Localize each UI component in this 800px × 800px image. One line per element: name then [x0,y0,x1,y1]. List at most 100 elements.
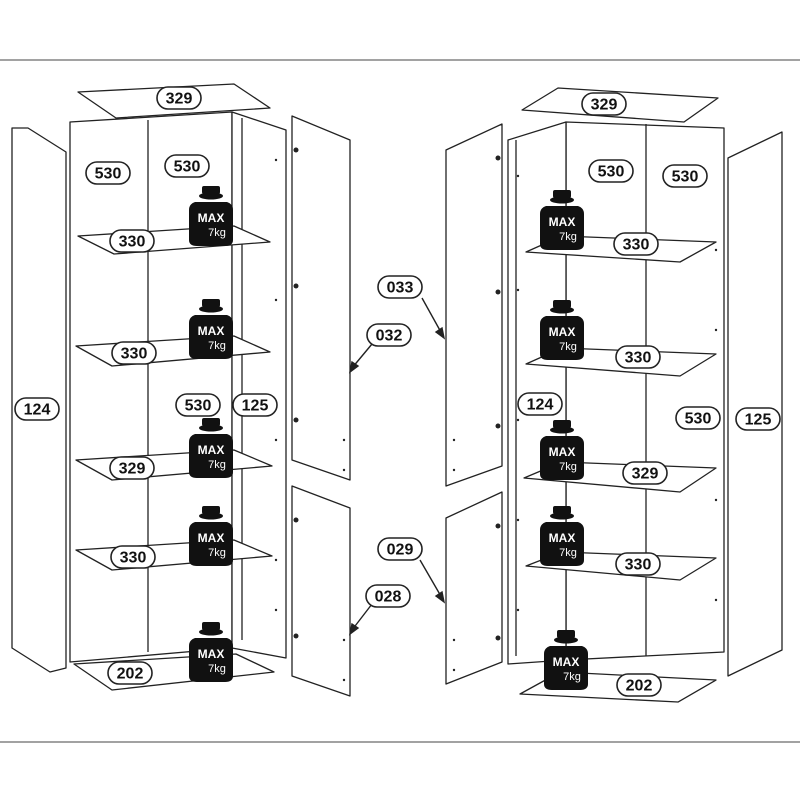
left-right-side [231,111,287,659]
right-side-right-label-pill [735,407,781,431]
left-hinges [274,147,346,682]
left-divider-label-text: 530 [185,398,212,415]
right-weight-bottom-icon: MAX 7kg [544,630,588,690]
right-shelf-4-label-pill [615,552,661,576]
right-body [565,121,725,661]
right-shelf-2-label: 330 [615,345,661,369]
right-weight-bottom-max-label: MAX [553,655,580,669]
right-shelf-2-label-pill [615,345,661,369]
right-shelf-3-label-text: 329 [632,466,659,483]
left-shelf-3-label: 329 [109,456,155,480]
right-shelf-1-label-pill [613,232,659,256]
right-weight-shelf-4-kg-label: 7kg [559,547,577,559]
left-door-lower-label: 028 [365,584,411,608]
right-back-panel-1-label-pill [588,159,634,183]
right-back-panel-1-label: 530 [588,159,634,183]
right-weight-shelf-3-icon: MAX 7kg [540,420,584,480]
right-top-panel-label: 329 [581,92,627,116]
right-divider-label: 530 [675,406,721,430]
left-weight-shelf-3-max-label: MAX [198,443,225,457]
left-door-lower-label-pill [365,584,411,608]
weight-icons: MAX7kgMAX7kgMAX7kgMAX7kgMAX7kgMAX7kgMAX7… [189,186,588,690]
left-door-upper-label-text: 032 [376,328,403,345]
left-shelf-4-label-text: 330 [120,550,147,567]
left-weight-shelf-1-max-label: MAX [198,211,225,225]
left-shelf-1-label: 330 [109,229,155,253]
right-hinges [452,155,718,672]
right-side-left-label-text: 124 [527,397,554,414]
left-arrows [348,343,373,636]
left-door-upper [291,115,351,481]
left-shelf-2-label-pill [111,341,157,365]
left-shelf-1-label-text: 330 [119,234,146,251]
right-weight-bottom-kg-label: 7kg [563,671,581,683]
left-door-upper-label: 032 [366,323,412,347]
left-door-lower [291,485,351,697]
left-top-panel-label: 329 [156,86,202,110]
right-door-lower-label-text: 029 [387,542,414,559]
left-weight-shelf-2-kg-label: 7kg [208,340,226,352]
right-side-right-label-text: 125 [745,412,772,429]
right-top-panel-label-pill [581,92,627,116]
right-divider-label-text: 530 [685,411,712,428]
right-side-left-label: 124 [517,392,563,416]
right-bottom-panel-label-pill [616,673,662,697]
left-shelf-1-label-pill [109,229,155,253]
left-bottom-panel-label-pill [107,661,153,685]
right-back-panel-2-label-text: 530 [672,169,699,186]
dimension-labels: 329 530 530 330 330 530 125 124 329 330 202 032 028 3… [14,86,781,697]
left-back-panel-2-label: 530 [164,154,210,178]
left-back-panel-1-label-pill [85,161,131,185]
left-side-left-label: 124 [14,397,60,421]
left-shelf-4-label: 330 [110,545,156,569]
left-weight-shelf-1-kg-label: 7kg [208,227,226,239]
left-bottom-panel-label-text: 202 [117,666,144,683]
left-door-lower-label-text: 028 [375,589,402,606]
right-side-left-label-pill [517,392,563,416]
left-side-left-label-text: 124 [24,402,51,419]
left-top-panel-label-text: 329 [166,91,193,108]
right-shelf-3-label-pill [622,461,668,485]
right-weight-shelf-1-kg-label: 7kg [559,231,577,243]
right-shelf-1-label-text: 330 [623,237,650,254]
right-back-panel-2-label-pill [662,164,708,188]
left-weight-shelf-4-max-label: MAX [198,531,225,545]
right-arrows [419,297,446,604]
right-back-panel-1-label-text: 530 [598,164,625,181]
left-divider-label-pill [175,393,221,417]
right-weight-shelf-2-icon: MAX 7kg [540,300,584,360]
right-weight-shelf-3-max-label: MAX [549,445,576,459]
right-door-lower [445,491,503,685]
left-door-upper-label-pill [366,323,412,347]
right-shelf-2-label-text: 330 [625,350,652,367]
left-weight-bottom-icon: MAX 7kg [189,622,233,682]
left-side-right-label-text: 125 [242,398,269,415]
right-side-right-label: 125 [735,407,781,431]
left-back-panel-1-label-text: 530 [95,166,122,183]
right-weight-shelf-2-max-label: MAX [549,325,576,339]
right-door-upper [445,123,503,487]
right-top-panel-label-text: 329 [591,97,618,114]
left-top-panel-label-pill [156,86,202,110]
left-back-panel-2-label-text: 530 [174,159,201,176]
right-shelf-1-label: 330 [613,232,659,256]
right-weight-shelf-2-kg-label: 7kg [559,341,577,353]
left-weight-bottom-max-label: MAX [198,647,225,661]
right-door-upper-label: 033 [377,275,423,299]
left-side-right-label-pill [232,393,278,417]
right-door-upper-label-text: 033 [387,280,414,297]
right-weight-shelf-3-kg-label: 7kg [559,461,577,473]
left-side-right-label: 125 [232,393,278,417]
right-shelf-3-label: 329 [622,461,668,485]
left-side-left-label-pill [14,397,60,421]
right-door-lower-label-pill [377,537,423,561]
left-shelf-2-label-text: 330 [121,346,148,363]
left-shelf-3-label-text: 329 [119,461,146,478]
left-shelf-2-label: 330 [111,341,157,365]
left-divider-label: 530 [175,393,221,417]
right-door-upper-label-pill [377,275,423,299]
left-weight-bottom-kg-label: 7kg [208,663,226,675]
